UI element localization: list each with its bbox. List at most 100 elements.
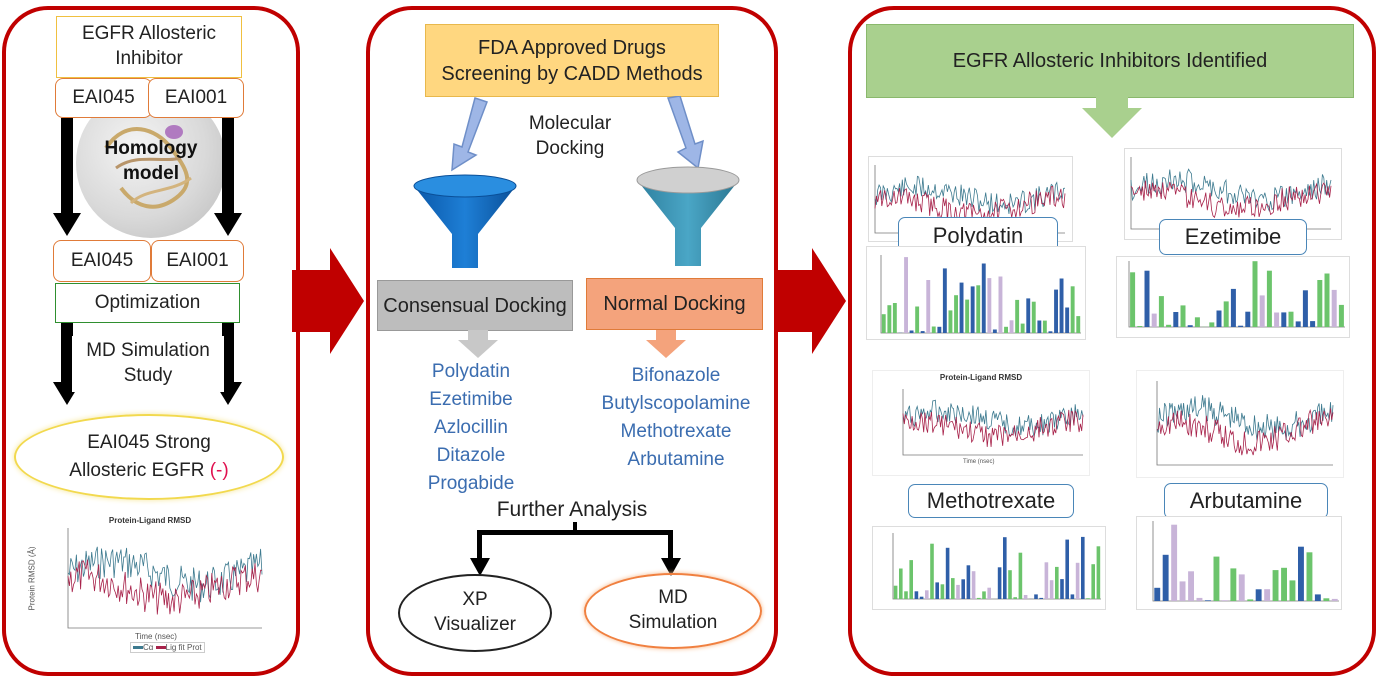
interaction-bar xyxy=(1216,310,1222,327)
interaction-bar xyxy=(1281,312,1287,327)
left-chart-legend: Cα Lig fit Prot xyxy=(130,642,205,653)
arbutamine-rmsd-chart xyxy=(1136,370,1344,478)
interaction-bar xyxy=(1295,321,1301,327)
drug-bifonazole: Bifonazole xyxy=(631,365,721,386)
interaction-bar xyxy=(1314,594,1321,601)
left-rmsd-plot xyxy=(67,528,263,629)
interaction-bar xyxy=(1070,594,1075,599)
funnel-icon-right xyxy=(636,166,740,266)
red-arrow-1 xyxy=(292,248,364,354)
interaction-bar xyxy=(1171,524,1178,601)
result-line2-wrap: Allosteric EGFR (-) xyxy=(69,457,228,485)
interaction-bar xyxy=(1266,270,1272,327)
rmsd-trace xyxy=(874,185,1066,224)
drug-arbutamine: Arbutamine xyxy=(627,449,725,470)
further-analysis-arrows xyxy=(470,522,681,576)
interaction-bar xyxy=(1158,296,1164,327)
methotrexate-rmsd-chart: Protein-Ligand RMSD Time (nsec) xyxy=(872,370,1090,476)
interaction-bar xyxy=(1264,589,1271,601)
interaction-bar xyxy=(966,565,971,599)
rmsd-trace xyxy=(67,546,263,603)
interaction-bar xyxy=(987,278,992,333)
interaction-bar xyxy=(926,280,931,333)
interaction-bar xyxy=(940,584,945,599)
methotrexate-rmsd-xlabel: Time (nsec) xyxy=(963,459,995,465)
left-chart-xlabel: Time (nsec) xyxy=(135,632,177,641)
interaction-bar xyxy=(1023,595,1028,599)
interaction-bar xyxy=(948,310,953,333)
interaction-bar xyxy=(1331,598,1338,601)
left-chart-title: Protein-Ligand RMSD xyxy=(108,516,192,525)
arbutamine-interaction-chart xyxy=(1136,516,1342,610)
interaction-bar xyxy=(982,591,986,599)
interaction-bar xyxy=(1013,597,1017,599)
interaction-bar xyxy=(942,268,947,333)
label-ezetimibe: Ezetimibe xyxy=(1159,219,1307,255)
rmsd-trace xyxy=(874,175,1066,215)
interaction-bar xyxy=(959,282,964,333)
drug-progabide: Progabide xyxy=(427,473,515,494)
molecular-docking-label: Molecular Docking xyxy=(528,113,612,159)
interaction-bar xyxy=(1009,320,1014,333)
rmsd-trace xyxy=(67,559,263,615)
interaction-bar xyxy=(997,567,1002,599)
interaction-bar xyxy=(1274,312,1280,327)
interaction-bar xyxy=(1205,600,1211,601)
interaction-bar xyxy=(1323,598,1330,601)
md-simulation-ellipse: MD Simulation xyxy=(584,573,762,649)
interaction-bar xyxy=(971,571,976,599)
eai001-mid-box: EAI001 xyxy=(151,240,244,282)
small-arrows xyxy=(458,330,686,358)
interaction-bar xyxy=(1272,570,1279,601)
eai045-top-box: EAI045 xyxy=(55,78,152,118)
interaction-bar xyxy=(1081,536,1085,599)
interaction-bar xyxy=(1004,326,1008,333)
interaction-bar xyxy=(1166,324,1172,327)
left-chart-ylabel: Protein RMSD (Å) xyxy=(27,546,37,611)
legend-lig: Lig fit Prot xyxy=(165,643,202,652)
interaction-bar xyxy=(956,584,960,599)
interaction-bar xyxy=(925,590,929,599)
interaction-bar xyxy=(930,543,934,599)
protein-ribbon-icon xyxy=(104,125,192,209)
interaction-bar xyxy=(1302,290,1308,327)
interaction-bar xyxy=(892,303,897,333)
interaction-bar xyxy=(976,285,981,333)
interaction-bar xyxy=(1055,566,1059,599)
normal-drug-list: Bifonazole Butylscopolamine Methotrexate… xyxy=(585,362,767,474)
further-analysis-label: Further Analysis xyxy=(472,496,672,524)
interaction-bar xyxy=(1151,313,1157,327)
interaction-bar xyxy=(954,295,958,333)
interaction-bar xyxy=(1086,598,1090,599)
interaction-bar xyxy=(1070,286,1075,333)
consensual-docking-box: Consensual Docking xyxy=(377,280,573,331)
md-study-label: MD Simulation Study xyxy=(72,336,224,392)
eai045-mid-box: EAI045 xyxy=(53,240,151,282)
interaction-bar xyxy=(1196,597,1203,601)
interaction-bar xyxy=(1018,552,1023,599)
interaction-bar xyxy=(1065,307,1070,333)
interaction-bar xyxy=(935,582,939,599)
result-ellipse: EAI045 Strong Allosteric EGFR (-) xyxy=(14,414,284,500)
interaction-bar xyxy=(1213,556,1220,601)
interaction-bar xyxy=(1187,325,1193,327)
interaction-bar xyxy=(970,286,975,333)
middle-panel xyxy=(366,6,778,676)
interaction-bar xyxy=(1162,554,1169,601)
legend-ca: Cα xyxy=(143,643,154,652)
interaction-bar xyxy=(909,560,913,599)
interaction-bar xyxy=(1026,298,1031,333)
interaction-bar xyxy=(1238,574,1245,601)
arbutamine-rmsd-plot xyxy=(1156,381,1334,466)
polydatin-interaction-chart xyxy=(866,246,1086,340)
eai001-top-box: EAI001 xyxy=(148,78,244,118)
interaction-bar xyxy=(904,591,908,599)
interaction-bar xyxy=(1076,316,1081,333)
drug-butylscopolamine: Butylscopolamine xyxy=(601,393,751,414)
interaction-bar xyxy=(881,314,886,333)
rmsd-trace xyxy=(1130,180,1332,219)
interaction-bar xyxy=(1054,289,1058,333)
interaction-bar xyxy=(1020,323,1025,333)
interaction-bar xyxy=(961,579,965,599)
interaction-bar xyxy=(1252,261,1258,327)
